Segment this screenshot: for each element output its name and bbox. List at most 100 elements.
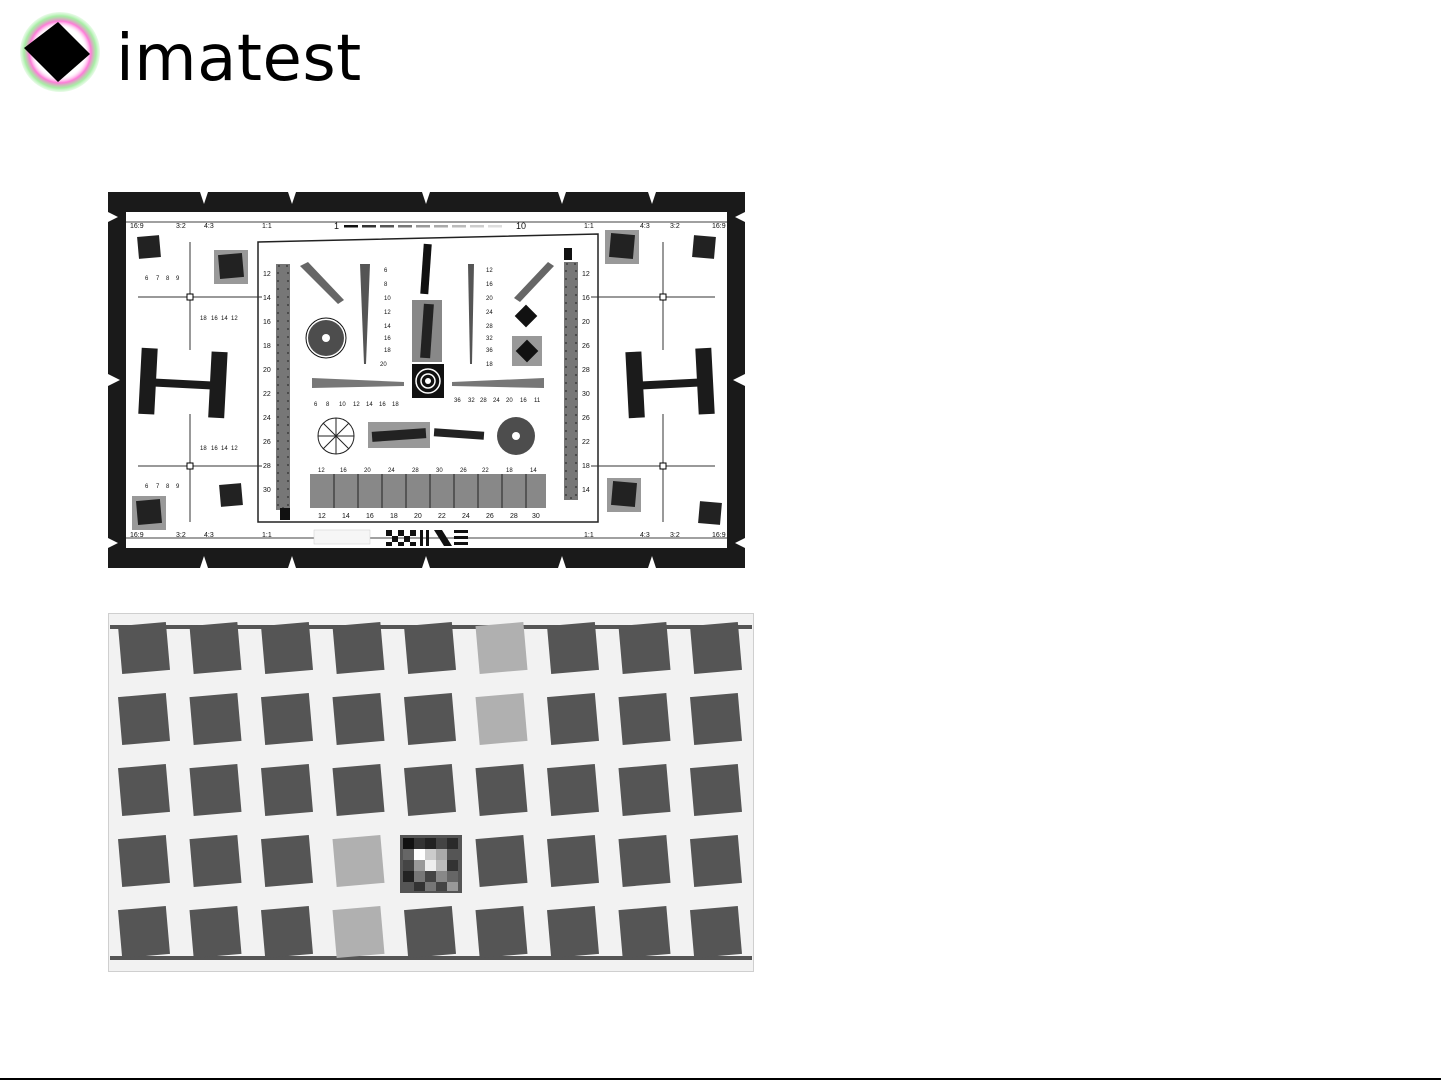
slanted-edge-patch <box>618 905 671 959</box>
svg-text:8: 8 <box>166 484 170 490</box>
svg-text:28: 28 <box>412 468 419 474</box>
svg-text:20: 20 <box>364 468 371 474</box>
svg-text:1:1: 1:1 <box>262 532 272 539</box>
svg-text:16: 16 <box>211 316 218 322</box>
svg-text:12: 12 <box>231 446 238 452</box>
slanted-edge-patch <box>189 763 242 817</box>
svg-text:8: 8 <box>326 402 330 408</box>
diamond-logo-icon <box>20 12 100 92</box>
svg-text:12: 12 <box>263 271 271 278</box>
svg-text:4:3: 4:3 <box>204 532 214 539</box>
slanted-edge-patch <box>689 763 743 817</box>
svg-text:22: 22 <box>582 439 590 446</box>
svg-text:14: 14 <box>384 324 391 330</box>
svg-text:12: 12 <box>318 468 325 474</box>
svg-text:28: 28 <box>486 324 493 330</box>
svg-text:7: 7 <box>156 484 160 490</box>
svg-text:10: 10 <box>339 402 346 408</box>
svg-text:4:3: 4:3 <box>640 532 650 539</box>
svg-text:24: 24 <box>263 415 271 422</box>
slanted-edge-patch <box>117 692 171 746</box>
svg-text:30: 30 <box>582 391 590 398</box>
svg-text:16: 16 <box>384 336 391 342</box>
slanted-edge-patch <box>189 834 242 888</box>
slanted-edge-patch <box>403 763 457 817</box>
svg-text:28: 28 <box>480 398 487 404</box>
slanted-edge-patch <box>689 621 743 675</box>
slanted-edge-patch <box>689 905 743 959</box>
slanted-edge-patch <box>260 763 314 817</box>
slanted-edge-patch <box>618 763 671 817</box>
right-vertical-bar: 12 16 20 26 28 30 26 22 18 14 <box>564 248 590 500</box>
resolution-test-chart: 16:9 3:2 4:3 1:1 1:1 4:3 3:2 16:9 16:9 3… <box>108 192 745 568</box>
svg-text:26: 26 <box>263 439 271 446</box>
svg-text:24: 24 <box>462 513 470 520</box>
svg-text:14: 14 <box>221 446 228 452</box>
svg-text:8: 8 <box>384 282 388 288</box>
slanted-edge-patch <box>475 905 528 959</box>
svg-text:32: 32 <box>486 336 493 342</box>
svg-text:1:1: 1:1 <box>262 223 272 230</box>
diagonal-wedge-right <box>514 262 554 302</box>
svg-text:12: 12 <box>582 271 590 278</box>
svg-text:3:2: 3:2 <box>176 532 186 539</box>
imatest-logo: imatest <box>18 8 361 96</box>
svg-text:26: 26 <box>582 343 590 350</box>
slanted-edge-patch <box>403 621 457 675</box>
checker-strip <box>386 530 468 546</box>
svg-text:1:1: 1:1 <box>584 223 594 230</box>
svg-text:14: 14 <box>342 513 350 520</box>
slanted-edge-patch <box>475 763 528 817</box>
svg-text:14: 14 <box>263 295 271 302</box>
slanted-edge-patch <box>475 621 528 675</box>
sfrplus-bottom-rule <box>110 956 752 960</box>
svg-text:18: 18 <box>582 463 590 470</box>
center-gray-grid <box>400 835 462 893</box>
svg-text:6: 6 <box>314 402 318 408</box>
svg-text:30: 30 <box>263 487 271 494</box>
svg-text:12: 12 <box>353 402 360 408</box>
slanted-edge-patch <box>618 621 671 675</box>
svg-text:30: 30 <box>436 468 443 474</box>
slanted-edge-patch <box>546 905 600 959</box>
right-column <box>591 230 722 525</box>
svg-text:1:1: 1:1 <box>584 532 594 539</box>
svg-text:9: 9 <box>176 484 180 490</box>
central-features: 6 8 10 12 14 16 18 20 12 16 20 24 28 32 … <box>300 243 554 455</box>
slanted-edge-patch <box>260 905 314 959</box>
svg-text:26: 26 <box>460 468 467 474</box>
slanted-edge-patch <box>117 763 171 817</box>
svg-text:18: 18 <box>263 343 271 350</box>
svg-text:28: 28 <box>510 513 518 520</box>
svg-text:16: 16 <box>486 282 493 288</box>
slanted-edge-patch <box>260 621 314 675</box>
slanted-edge-patch <box>546 692 600 746</box>
left-vertical-bar: 12 14 16 18 20 22 24 26 28 30 <box>263 264 290 520</box>
svg-text:3:2: 3:2 <box>670 532 680 539</box>
slanted-edge-patch <box>332 621 385 675</box>
svg-text:36: 36 <box>486 348 493 354</box>
slanted-edge-patch <box>260 692 314 746</box>
svg-text:16: 16 <box>211 446 218 452</box>
svg-text:1: 1 <box>334 221 339 231</box>
svg-text:18: 18 <box>200 316 207 322</box>
svg-text:20: 20 <box>380 362 387 368</box>
svg-text:16: 16 <box>582 295 590 302</box>
slanted-edge-patch <box>546 834 600 888</box>
svg-text:3:2: 3:2 <box>176 223 186 230</box>
svg-text:18: 18 <box>486 362 493 368</box>
slanted-edge-patch <box>618 692 671 746</box>
svg-text:14: 14 <box>366 402 373 408</box>
svg-text:6: 6 <box>384 268 388 274</box>
svg-text:26: 26 <box>582 415 590 422</box>
slanted-edge-patch <box>189 692 242 746</box>
svg-text:12: 12 <box>384 310 391 316</box>
bottom-bar-row: 12 16 20 24 28 30 26 22 18 14 12 14 16 1… <box>310 468 546 546</box>
footer-rule <box>0 1078 1441 1080</box>
svg-text:16: 16 <box>520 398 527 404</box>
svg-text:4:3: 4:3 <box>640 223 650 230</box>
slanted-edge-patch <box>546 763 600 817</box>
svg-text:11: 11 <box>534 398 541 404</box>
slanted-edge-patch <box>403 692 457 746</box>
svg-text:18: 18 <box>390 513 398 520</box>
